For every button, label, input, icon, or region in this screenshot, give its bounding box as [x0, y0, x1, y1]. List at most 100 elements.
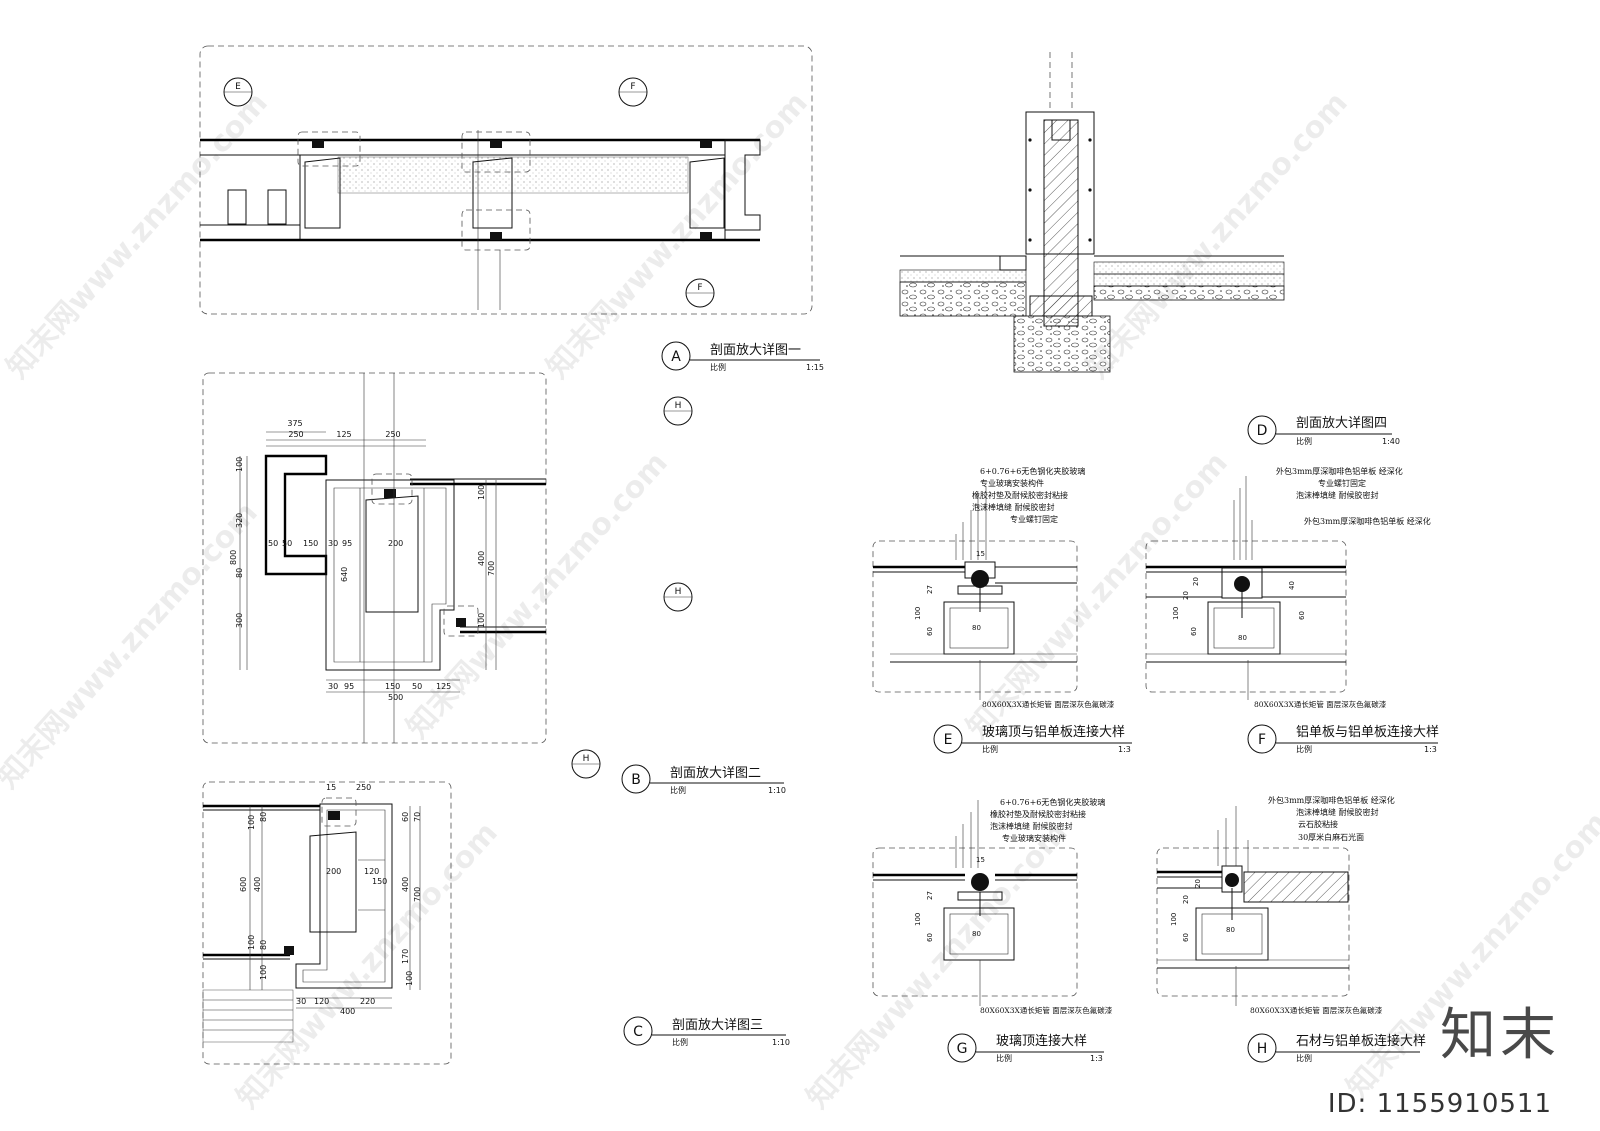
note-e-1: 专业玻璃安装构件	[980, 478, 1044, 488]
detail-c-dims: 15 250 80 100 600 400 80 100 100 200 120…	[239, 783, 422, 1016]
title-d-letter: D	[1257, 423, 1268, 439]
dim-c-mid-2: 150	[372, 877, 387, 886]
dim-g-0: 15	[976, 856, 985, 864]
dim-b-left-3: 80	[235, 568, 244, 578]
title-d-scale: 1:40	[1382, 437, 1400, 446]
dim-c-bottom-1: 120	[314, 997, 329, 1006]
dim-b-left-4: 300	[235, 613, 244, 628]
title-e-letter: E	[944, 732, 953, 748]
detail-c-drawing	[202, 781, 452, 1065]
note-f-2: 泡沫棒填缝 耐候胶密封	[1296, 490, 1379, 500]
note-h-1: 泡沫棒填缝 耐候胶密封	[1296, 807, 1379, 817]
callout-h-2: H	[675, 587, 682, 597]
dim-b-mid-9: 700	[487, 561, 496, 576]
title-g-scale: 1:3	[1090, 1054, 1103, 1063]
note-g-3: 专业玻璃安装构件	[1002, 833, 1066, 843]
brand-logo: 知末	[1440, 1003, 1560, 1068]
dim-c-mid-7: 60	[401, 812, 410, 822]
dim-b-left-1: 320	[235, 513, 244, 528]
title-c-scale-label: 比例	[672, 1037, 688, 1047]
dim-c-left-0: 80	[259, 812, 268, 822]
dim-h-3: 60	[1182, 933, 1190, 942]
watermark-1: 知末网www.znzmo.com	[0, 86, 275, 386]
note-e-4: 专业螺钉固定	[1010, 514, 1058, 524]
note-h-bottom: 80X60X3X通长矩管 面层深灰色氟碳漆	[1250, 1005, 1383, 1015]
title-g-letter: G	[957, 1041, 968, 1057]
title-e-scale-label: 比例	[982, 744, 998, 754]
dim-c-left-6: 100	[259, 965, 268, 980]
title-block-h	[1247, 1033, 1420, 1063]
title-e-scale: 1:3	[1118, 745, 1131, 754]
dim-g-3: 60	[926, 933, 934, 942]
watermark-9: 知末网www.znzmo.com	[800, 816, 1075, 1116]
title-a-scale-label: 比例	[710, 362, 726, 372]
dim-b-top-3: 250	[385, 430, 400, 439]
title-block-e	[933, 724, 1132, 754]
dim-c-left-2: 600	[239, 877, 248, 892]
dim-b-mid-2: 150	[303, 539, 318, 548]
dim-f-4: 80	[1238, 634, 1247, 642]
title-a-name: 剖面放大详图一	[710, 343, 801, 358]
dim-g-2: 100	[914, 913, 922, 926]
dim-f-0: 20	[1192, 577, 1200, 586]
watermark-4: 知末网www.znzmo.com	[0, 496, 265, 796]
note-f-3: 外包3mm厚深咖啡色铝单板 经深化	[1304, 516, 1431, 526]
dim-c-mid-4: 170	[401, 949, 410, 964]
dim-b-bottom-4: 125	[436, 682, 451, 691]
title-b-scale-label: 比例	[670, 785, 686, 795]
dim-f-6: 60	[1298, 611, 1306, 620]
title-block-b	[621, 764, 784, 794]
note-e-2: 橡胶衬垫及耐候胶密封粘接	[972, 490, 1068, 500]
dim-e-3: 60	[926, 627, 934, 636]
title-b-letter: B	[631, 772, 641, 788]
dim-c-bottom-3: 400	[340, 1007, 355, 1016]
title-c-scale: 1:10	[772, 1038, 790, 1047]
detail-h-drawing	[1156, 806, 1350, 1006]
dim-b-bottom-2: 150	[385, 682, 400, 691]
callout-h-1: H	[675, 401, 682, 411]
note-h-3: 30厚米白麻石光面	[1298, 832, 1364, 842]
title-b-name: 剖面放大详图二	[670, 766, 761, 781]
dim-h-4: 80	[1226, 926, 1235, 934]
title-block-f	[1247, 724, 1438, 754]
detail-h-notes: 外包3mm厚深咖啡色铝单板 经深化 泡沫棒填缝 耐候胶密封 云石胶粘接 30厚米…	[1170, 795, 1395, 1015]
watermark-3: 知末网www.znzmo.com	[1080, 86, 1355, 386]
dim-e-1: 27	[926, 585, 934, 594]
note-g-1: 橡胶衬垫及耐候胶密封粘接	[990, 809, 1086, 819]
callout-f-2: F	[697, 283, 702, 293]
dim-b-bottom-0: 30	[328, 682, 338, 691]
title-h-letter: H	[1257, 1041, 1268, 1057]
note-g-bottom: 80X60X3X通长矩管 面层深灰色氟碳漆	[980, 1005, 1113, 1015]
detail-g-notes: 6+0.76+6无色钢化夹胶玻璃 橡胶衬垫及耐候胶密封粘接 泡沫棒填缝 耐候胶密…	[914, 797, 1113, 1015]
title-e-name: 玻璃顶与铝单板连接大样	[982, 724, 1125, 740]
dim-c-mid-3: 400	[401, 877, 410, 892]
dim-f-5: 40	[1288, 581, 1296, 590]
title-h-scale-label: 比例	[1296, 1053, 1312, 1063]
dim-b-mid-8: 400	[477, 551, 486, 566]
note-e-bottom: 80X60X3X通长矩管 面层深灰色氟碳漆	[982, 699, 1115, 709]
title-a-circle	[661, 341, 691, 371]
title-f-name: 铝单板与铝单板连接大样	[1296, 724, 1439, 740]
watermark-2: 知末网www.znzmo.com	[540, 86, 815, 386]
dim-c-left-4: 80	[259, 940, 268, 950]
note-e-0: 6+0.76+6无色钢化夹胶玻璃	[980, 466, 1085, 476]
title-f-scale-label: 比例	[1296, 744, 1312, 754]
title-d-name: 剖面放大详图四	[1296, 416, 1387, 431]
dim-b-top-1: 250	[288, 430, 303, 439]
dim-c-left-5: 100	[247, 935, 256, 950]
title-f-letter: F	[1258, 732, 1266, 748]
dim-b-mid-10: 100	[477, 613, 486, 628]
dim-e-4: 80	[972, 624, 981, 632]
dim-c-left-3: 400	[253, 877, 262, 892]
dim-c-top-0: 15	[326, 783, 336, 792]
title-c-name: 剖面放大详图三	[672, 1018, 763, 1033]
dim-b-mid-1: 50	[282, 539, 292, 548]
dim-c-bottom-2: 220	[360, 997, 375, 1006]
dim-b-mid-5: 200	[388, 539, 403, 548]
note-e-3: 泡沫棒填缝 耐候胶密封	[972, 502, 1055, 512]
note-f-1: 专业螺钉固定	[1318, 478, 1366, 488]
detail-d-drawing	[899, 52, 1285, 373]
note-h-2: 云石胶粘接	[1298, 819, 1338, 829]
dim-b-top-0: 375	[287, 419, 302, 428]
